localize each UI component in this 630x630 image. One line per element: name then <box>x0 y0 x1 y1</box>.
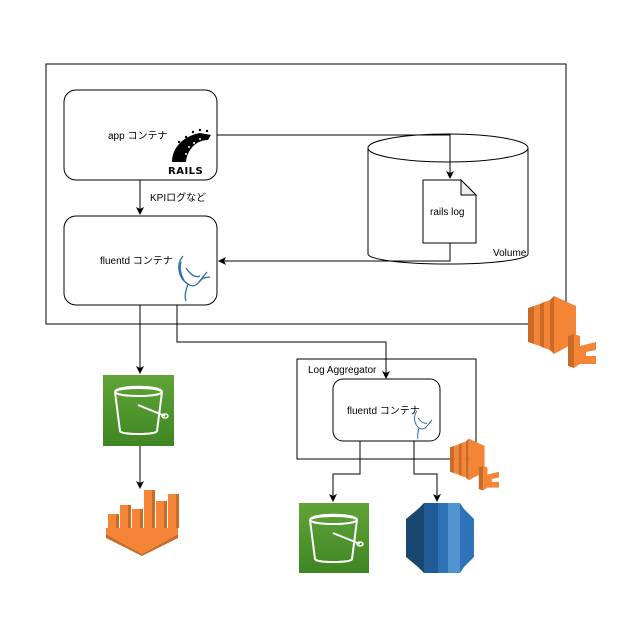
fluentd-bird-icon <box>414 410 433 440</box>
aws-ecs-icon <box>450 438 499 491</box>
log-aggregator-frame: Log Aggregator <box>296 358 477 460</box>
app-container-label: app コンテナ <box>108 130 167 142</box>
aws-rds-icon <box>406 503 474 573</box>
edge-fluentd-to-aggregator <box>176 305 390 379</box>
aggregator-fluentd-label: fluentd コンテナ <box>347 405 420 417</box>
aws-redshift-icon <box>106 490 179 556</box>
aws-s3-bucket-icon <box>299 503 369 573</box>
fluentd-container[interactable]: fluentd コンテナ <box>63 215 218 306</box>
edge-rails-log-to-fluentd <box>218 243 451 265</box>
rails-log-document[interactable]: rails log <box>422 178 478 244</box>
aws-s3-bucket-icon <box>103 375 174 446</box>
log-aggregator-label: Log Aggregator <box>308 365 377 376</box>
rails-log-label: rails log <box>430 207 464 218</box>
rails-icon: RAILS <box>168 128 211 177</box>
rails-icon-text: RAILS <box>168 166 203 177</box>
fluentd-bird-icon <box>178 255 211 302</box>
fluentd-container-label: fluentd コンテナ <box>100 255 173 267</box>
edge-aggregator-to-rds <box>413 441 441 502</box>
aws-ecs-icon <box>528 296 596 368</box>
app-container[interactable]: app コンテナ RAILS <box>63 89 218 181</box>
volume-label: Volume <box>493 248 527 259</box>
edge-label-kpi: KPIログなど <box>150 191 206 204</box>
aggregator-fluentd-container[interactable]: fluentd コンテナ <box>332 378 441 442</box>
edge-aggregator-to-s3 <box>329 441 361 502</box>
ecs-host-frame <box>45 63 567 325</box>
edge-app-to-rails-log <box>217 134 454 179</box>
